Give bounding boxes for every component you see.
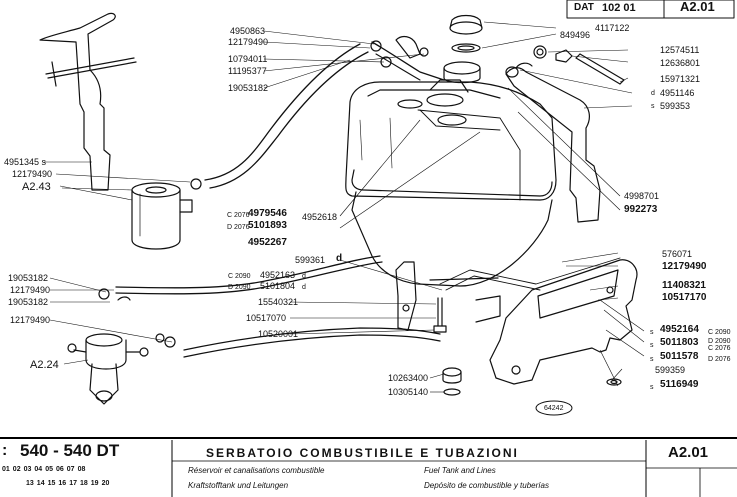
callout-12179490-right: 12179490: [662, 261, 707, 272]
callout-10517070: 10517070: [246, 313, 287, 323]
callout-5101893: 5101893: [248, 220, 287, 231]
variant-code: 01: [2, 466, 10, 473]
footer-model-prefix: :: [2, 442, 8, 459]
fuel-tank-part: [345, 79, 557, 287]
callout-576071: 576071: [662, 249, 693, 259]
footer-page-code: A2.01: [668, 444, 709, 461]
variant-code: 20: [101, 480, 110, 487]
title-italian: SERBATOIO COMBUSTIBILE E TUBAZIONI: [206, 446, 519, 460]
callout-s3: s: [650, 356, 654, 363]
callout-10263400: 10263400: [388, 373, 429, 383]
variant-code: 17: [69, 480, 77, 487]
variant-d2076-a: D 2076: [227, 224, 250, 231]
variant-code: 05: [45, 466, 53, 473]
variant-code: 07: [66, 466, 75, 473]
variant-c2076-a: C 2076: [227, 212, 250, 219]
dat-code: 102 01: [602, 2, 636, 14]
callout-599361-suffix: d: [336, 253, 343, 264]
bolt-part: [533, 45, 625, 85]
callout-12179490-left: 12179490: [12, 169, 53, 179]
variant-code: 18: [79, 480, 88, 487]
ref-a2-43: A2.43: [22, 181, 51, 193]
variant-code: 06: [55, 466, 64, 473]
tank-strap-part: [505, 62, 601, 223]
callout-10305140: 10305140: [388, 387, 429, 397]
title-english: Fuel Tank and Lines: [424, 466, 496, 475]
callout-5011803: 5011803: [660, 337, 699, 348]
tank-support-part: [429, 259, 638, 385]
callout-599359: 599359: [655, 365, 686, 375]
header-page-code: A2.01: [680, 0, 715, 14]
title-spanish: Depósito de combustible y tuberías: [424, 481, 549, 490]
title-german: Kraftstofftank und Leitungen: [188, 481, 289, 490]
callout-4952164-note: C 2090: [708, 329, 731, 336]
filler-cap-part: [443, 14, 483, 84]
variant-c2090-a: C 2090: [228, 273, 251, 280]
callout-s4: s: [650, 384, 654, 391]
bracket-part: [39, 12, 137, 191]
callout-5011803-note1: D 2090: [708, 338, 731, 345]
variant-code: 13: [26, 480, 34, 487]
callout-599361: 599361: [295, 255, 326, 265]
callout-4951146-prefix: d: [651, 90, 655, 97]
variant-code: 03: [23, 466, 32, 473]
callout-4952618: 4952618: [302, 212, 338, 222]
variant-code: 04: [34, 466, 43, 473]
variant-code: 15: [47, 480, 56, 487]
figure-number: 64242: [544, 405, 564, 412]
variant-code: 02: [12, 466, 21, 473]
callout-849496: 849496: [560, 30, 591, 40]
ref-a2-24: A2.24: [30, 359, 59, 371]
callout-12179490-l2: 12179490: [10, 315, 51, 325]
callout-d-small-2: d: [302, 284, 306, 291]
footer-variant-row-2: 13 14 15 16 17 18 19 20: [26, 480, 109, 487]
fuel-pump-part: [67, 333, 149, 405]
callout-5011803-note2: C 2076: [708, 345, 731, 352]
callout-10517170: 10517170: [662, 292, 707, 303]
callout-12179490-top: 12179490: [228, 37, 269, 47]
callout-4998701: 4998701: [624, 191, 660, 201]
variant-d2090-a: D 2090: [228, 284, 251, 291]
callout-5101804: 5101804: [260, 281, 296, 291]
callout-19053182-top: 19053182: [228, 83, 269, 93]
variant-code: 08: [77, 466, 86, 473]
variant-code: 16: [58, 480, 67, 487]
callout-4979546: 4979546: [248, 208, 287, 219]
callout-5011578: 5011578: [660, 351, 699, 362]
callout-599353: 599353: [660, 101, 691, 111]
callout-15971321: 15971321: [660, 74, 701, 84]
variant-code: 14: [36, 480, 45, 487]
callout-s2: s: [650, 342, 654, 349]
callout-599353-prefix: s: [651, 103, 655, 110]
callout-12179490-l1: 12179490: [10, 285, 51, 295]
callout-10794011: 10794011: [228, 54, 268, 64]
callout-992273: 992273: [624, 204, 658, 215]
variant-code: 19: [90, 480, 99, 487]
callout-s1: s: [650, 329, 654, 336]
callout-d-small-1: d: [302, 273, 306, 280]
fuel-filter-part: [131, 178, 202, 250]
callout-12574511: 12574511: [660, 45, 700, 55]
callout-15540321: 15540321: [258, 297, 299, 307]
callout-11408321: 11408321: [662, 280, 706, 291]
footer-variant-row-1: 01 02 03 04 05 06 07 08: [2, 466, 85, 473]
dat-prefix: DAT: [574, 2, 594, 13]
callout-12636801: 12636801: [660, 58, 701, 68]
callout-10520001: 10520001: [258, 329, 299, 339]
callout-19053182-l1: 19053182: [8, 273, 49, 283]
callout-5116949: 5116949: [660, 379, 699, 390]
callout-4951146: 4951146: [660, 88, 695, 98]
title-french: Réservoir et canalisations combustible: [188, 466, 325, 475]
callout-4952267: 4952267: [248, 237, 287, 248]
callout-4951345: 4951345 s: [4, 157, 47, 167]
callout-4950863: 4950863: [230, 26, 266, 36]
footer-model: 540 - 540 DT: [20, 441, 120, 460]
callout-5011578-note: D 2076: [708, 356, 731, 363]
callout-11195377: 11195377: [228, 66, 267, 76]
callout-4952164: 4952164: [660, 324, 699, 335]
callout-4117122: 4117122: [595, 23, 630, 33]
callout-4952163: 4952163: [260, 270, 296, 280]
callout-19053182-l2: 19053182: [8, 297, 49, 307]
